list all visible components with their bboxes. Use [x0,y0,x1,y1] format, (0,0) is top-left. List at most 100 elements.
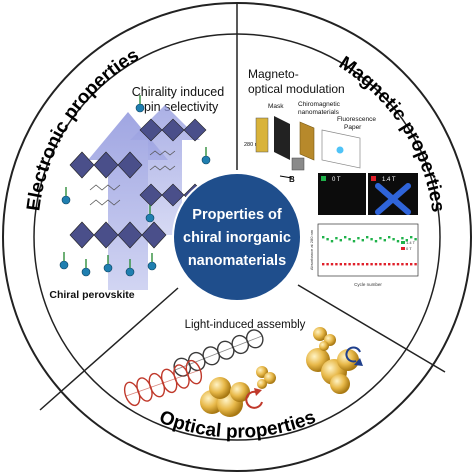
center-line-2: chiral inorganic [183,230,291,246]
plot-marker-on [348,238,351,241]
plot-marker-off [326,263,329,266]
plot-marker-on [388,236,391,239]
plot-marker-on [383,239,386,242]
organic-cations [89,150,176,206]
plot-marker-off [379,263,382,266]
divider-left [39,287,179,411]
plot-marker-off [405,263,408,266]
plot-marker-on [335,237,338,240]
plot-marker-off [401,263,404,266]
light-induced-assembly-label: Light-induced assembly [185,319,306,331]
fluorescence-label-1: Fluorescence [337,116,376,123]
plot-marker-off [410,263,413,266]
plot-marker-on [330,240,334,243]
cisc-label-line2: spin selectivity [138,100,219,114]
plot-marker-off [348,263,351,266]
plot-marker-on [392,238,395,241]
plot-marker-off [352,263,356,266]
plot-marker-on [357,237,360,240]
center-line-1: Properties of [192,207,282,223]
plot-ylabel: Absorbance at 280 nm [309,229,314,270]
center-circle [172,172,302,302]
plot-marker-on [322,236,325,239]
panel-14t [368,173,418,215]
nanoparticle-assembly-center [200,377,250,417]
panel-14t-swatch [371,176,376,181]
plot-marker-off [414,263,417,266]
plot-marker-off [357,263,360,266]
cycling-plot: Absorbance at 280 nm Cycle number 1.4 T … [309,223,419,287]
legend-off-swatch [401,247,405,250]
legend-on-swatch [401,241,405,244]
perovskite-lattice-left [69,151,167,249]
legend-on-label: 1.4 T [406,240,416,245]
fluorescence-label-2: Paper [344,124,362,131]
divider-right [297,284,446,373]
panel-0t-swatch [321,176,326,181]
mo-label-line1: Magneto- [248,67,299,81]
plot-marker-off [374,263,378,266]
magnetic-sector: Magneto- optical modulation Mask Chiroma… [244,67,419,287]
helix-axis [174,335,263,371]
rotation-arrow-blue-head [354,358,363,366]
plot-marker-off [361,263,364,266]
chiromagnetic-label-1: Chiromagnetic [298,101,341,108]
nanomaterial-film [299,121,315,161]
plot-xlabel: Cycle number [354,282,382,287]
plot-marker-on [414,238,417,241]
cisc-label-line1: Chirality induced [132,85,224,99]
plot-marker-on [370,238,373,241]
x-pattern-icon [375,183,411,215]
plot-marker-off [383,263,386,266]
mask-label: Mask [268,103,284,110]
panel-0t-label: 0 T [332,177,341,183]
chiral-perovskite-caption: Chiral perovskite [49,289,134,301]
rotation-arrow-red-head [254,388,262,396]
plot-marker-off [392,263,395,266]
helix-dark [173,329,264,377]
electronic-sector: Chirality induced spin selectivity [49,85,224,301]
plot-marker-off [366,263,369,266]
field-label: B [289,175,295,184]
plot-marker-off [344,263,347,266]
nanoparticle-assembly-top [313,327,336,351]
plot-marker-on [401,237,404,240]
plot-marker-off [322,263,325,266]
plot-marker-on [396,240,400,243]
magnet-block [291,157,305,171]
optical-sector: Light-induced assembly [123,319,363,417]
field-arrow [279,175,293,179]
plot-marker-on [344,236,347,239]
plot-marker-off [339,263,342,266]
plot-marker-off [396,263,400,266]
plot-marker-on [366,236,369,239]
plot-marker-off [335,263,338,266]
plot-marker-off [370,263,373,266]
light-source [255,117,269,153]
nanoparticle-assembly-small [256,366,276,389]
plot-marker-on [326,238,329,241]
fluorescence-spot [336,146,344,154]
plot-marker-on [410,236,413,239]
plot-marker-on [339,239,342,242]
plot-marker-off [388,263,391,266]
rotation-arrow-red [245,390,263,409]
legend-off-label: 0 T [406,246,412,251]
mask-plate [274,116,290,160]
mo-label-line2: optical modulation [248,82,345,96]
plot-marker-on [405,239,408,242]
rotation-arrow-blue [345,346,361,363]
panel-14t-label: 1.4 T [382,177,396,183]
plot-marker-on [379,237,382,240]
plot-marker-on [352,240,356,243]
plot-marker-off [330,263,334,266]
helix-red [123,359,203,407]
nanoparticle-assembly-right [306,348,359,394]
wavelength-label: 280 nm [244,142,263,148]
chiromagnetic-label-2: nanomaterials [298,109,340,116]
plot-frame [317,223,419,277]
plot-marker-on [374,240,378,243]
plot-series [322,236,417,266]
center-line-3: nanomaterials [188,253,286,269]
